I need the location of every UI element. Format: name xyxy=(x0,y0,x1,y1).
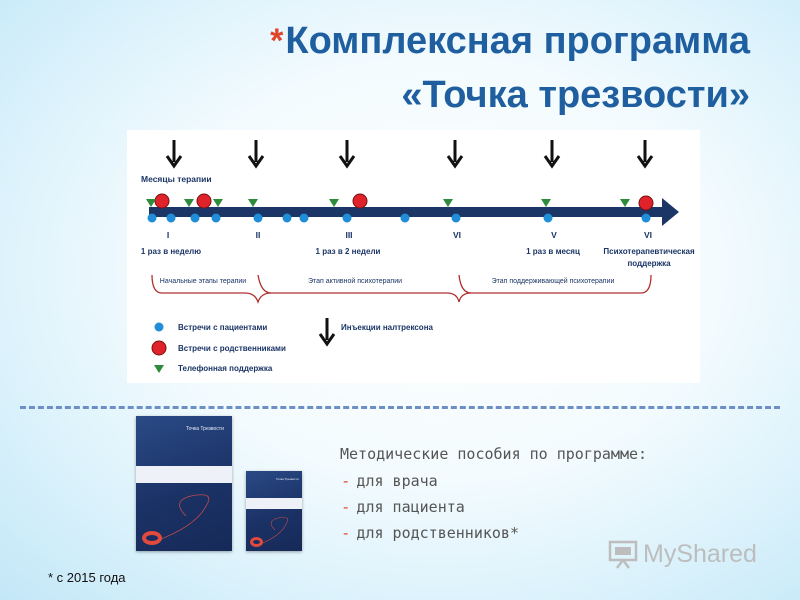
legend: Встречи с пациентами Встречи с родственн… xyxy=(152,318,434,373)
lifebuoy-icon xyxy=(250,537,263,547)
relative-dot xyxy=(353,194,367,208)
myshared-logo: MyShared xyxy=(608,536,757,572)
injection-arrow xyxy=(545,140,559,166)
frequency-labels: 1 раз в неделю 1 раз в 2 недели 1 раз в … xyxy=(141,247,695,268)
presentation-board-icon xyxy=(608,539,638,569)
legend-injection-arrow xyxy=(320,318,334,344)
legend-patients: Встречи с пациентами xyxy=(178,323,267,332)
logo-text: MyShared xyxy=(643,540,757,569)
guides-list: Методические пособия по программе: -для … xyxy=(340,445,647,550)
injection-arrow xyxy=(340,140,354,166)
patient-dot xyxy=(212,214,221,223)
legend-relatives: Встречи с родственниками xyxy=(178,344,286,353)
guide-item-label: для врача xyxy=(356,472,437,490)
patient-dot xyxy=(283,214,292,223)
month-numerals: I II III VI V VI xyxy=(167,230,652,240)
relative-dot xyxy=(639,196,653,210)
guide-item-label: для пациента xyxy=(356,498,464,516)
guide-item-label: для родственников* xyxy=(356,524,519,542)
legend-relative-dot xyxy=(152,341,166,355)
footnote: * с 2015 года xyxy=(48,570,126,585)
dashed-divider xyxy=(20,406,780,409)
legend-injections: Инъекции налтрексона xyxy=(341,323,434,332)
slide-title: *Комплексная программа «Точка трезвости» xyxy=(110,14,750,122)
stage-label: Этап поддерживающей психотерапии xyxy=(492,277,615,285)
relative-dot xyxy=(197,194,211,208)
injection-arrows xyxy=(167,140,652,166)
frequency-weekly: 1 раз в неделю xyxy=(141,247,201,256)
patient-dot xyxy=(254,214,263,223)
title-line-2: «Точка трезвости» xyxy=(110,68,750,122)
phone-marker xyxy=(443,199,453,207)
patient-dot xyxy=(544,214,553,223)
stage-label: Этап активной психотерапии xyxy=(308,277,402,285)
support-label-2: поддержка xyxy=(627,259,671,268)
stage-labels: Начальные этапы терапии Этап активной пс… xyxy=(160,277,615,285)
guide-item: -для врача xyxy=(343,472,647,490)
lifebuoy-icon xyxy=(142,531,162,545)
frequency-biweekly: 1 раз в 2 недели xyxy=(316,247,381,256)
timeline-svg: Месяцы терапии xyxy=(127,130,700,383)
phone-marker xyxy=(620,199,630,207)
phone-marker xyxy=(329,199,339,207)
injection-arrow xyxy=(448,140,462,166)
month-label: V xyxy=(551,230,557,240)
month-label: I xyxy=(167,230,169,240)
support-label-1: Психотерапевтическая xyxy=(603,247,695,256)
patient-dot xyxy=(401,214,410,223)
phone-marker xyxy=(248,199,258,207)
patient-dot xyxy=(343,214,352,223)
doctor-guide-book: Точка Трезвости xyxy=(136,416,232,551)
patient-dot xyxy=(452,214,461,223)
injection-arrow xyxy=(167,140,181,166)
dash-bullet: - xyxy=(343,524,348,542)
month-label: VI xyxy=(453,230,461,240)
legend-patient-dot xyxy=(155,323,164,332)
legend-phone-marker xyxy=(154,365,164,373)
legend-phone: Телефонная поддержка xyxy=(178,364,273,373)
dash-bullet: - xyxy=(343,498,348,516)
guide-item: -для родственников* xyxy=(343,524,647,542)
title-line-1: *Комплексная программа xyxy=(110,14,750,68)
patient-dot xyxy=(191,214,200,223)
title-text-1: Комплексная программа xyxy=(285,20,750,62)
month-label: III xyxy=(345,230,352,240)
patient-guide-book: Точка Трезвости xyxy=(246,471,302,551)
patient-dot xyxy=(300,214,309,223)
phone-marker xyxy=(184,199,194,207)
dash-bullet: - xyxy=(343,472,348,490)
month-label: VI xyxy=(644,230,652,240)
phone-marker xyxy=(213,199,223,207)
guide-item: -для пациента xyxy=(343,498,647,516)
phone-support xyxy=(146,199,630,207)
guides-heading: Методические пособия по программе: xyxy=(340,445,647,463)
month-label: II xyxy=(256,230,261,240)
phone-marker xyxy=(146,199,156,207)
phone-marker xyxy=(541,199,551,207)
timeline-arrow xyxy=(149,198,679,226)
frequency-monthly: 1 раз в месяц xyxy=(526,247,580,256)
stage-label: Начальные этапы терапии xyxy=(160,278,247,285)
injection-arrow xyxy=(249,140,263,166)
title-asterisk: * xyxy=(270,22,283,60)
therapy-timeline-diagram: Месяцы терапии xyxy=(127,130,700,383)
injection-arrow xyxy=(638,140,652,166)
months-label: Месяцы терапии xyxy=(141,174,212,184)
relative-dot xyxy=(155,194,169,208)
patient-dot xyxy=(148,214,157,223)
patient-dot xyxy=(167,214,176,223)
patient-dot xyxy=(642,214,651,223)
